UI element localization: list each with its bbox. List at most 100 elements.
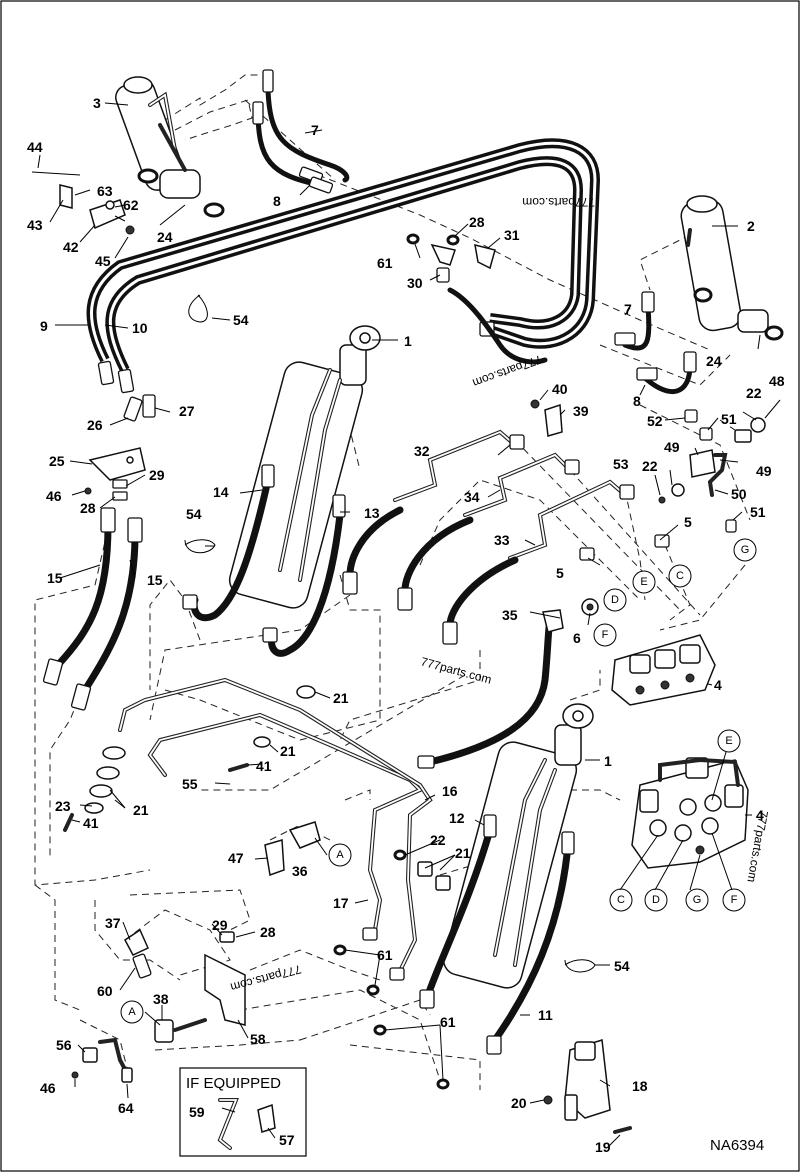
cylinder-1-upper <box>228 325 381 609</box>
callout-16: 16 <box>442 783 458 799</box>
callout-2: 2 <box>747 218 755 234</box>
callout-43: 43 <box>27 217 43 233</box>
fittings-25-27 <box>84 394 156 501</box>
callout-46a: 46 <box>46 488 62 504</box>
callout-48: 48 <box>769 373 785 389</box>
callout-49b: 49 <box>756 463 772 479</box>
callout-18: 18 <box>632 1078 648 1094</box>
callout-15a: 15 <box>47 570 63 586</box>
callout-1a: 1 <box>404 333 412 349</box>
callout-11: 11 <box>538 1007 553 1023</box>
badge-e-lower: E <box>717 729 741 753</box>
callout-61b: 61 <box>377 947 393 963</box>
callout-44: 44 <box>27 139 43 155</box>
badge-a-middle-label: A <box>336 849 344 861</box>
callout-21d: 21 <box>455 845 471 861</box>
callout-26: 26 <box>87 417 103 433</box>
badge-g-upper: G <box>733 538 757 562</box>
tubes-16-17 <box>118 677 433 981</box>
callout-9: 9 <box>40 318 48 334</box>
badge-a-lower-label: A <box>128 1006 136 1018</box>
diagram-id: NA6394 <box>710 1137 764 1154</box>
callout-7b: 7 <box>624 301 632 317</box>
callout-25: 25 <box>49 453 65 469</box>
callout-54c: 54 <box>614 958 630 974</box>
callout-41a: 41 <box>256 758 272 774</box>
cylinder-2 <box>680 195 784 341</box>
callout-5a: 5 <box>684 514 692 530</box>
badge-d-lower: D <box>644 888 668 912</box>
callout-numbers: 1 1 2 3 4 4 5 5 6 7 7 8 8 9 10 11 12 13 … <box>27 95 785 1155</box>
callout-29b: 29 <box>212 917 228 933</box>
callout-15b: 15 <box>147 572 163 588</box>
callout-34: 34 <box>464 489 480 505</box>
watermark-1: 777parts.com <box>522 195 595 209</box>
callout-22c: 22 <box>746 385 762 401</box>
callout-51a: 51 <box>721 411 737 427</box>
badge-e-upper: E <box>632 570 656 594</box>
valve-4-upper <box>611 634 716 706</box>
callout-24b: 24 <box>706 353 722 369</box>
callout-64: 64 <box>118 1100 134 1116</box>
callout-27: 27 <box>179 403 195 419</box>
callout-21c: 21 <box>133 802 149 818</box>
hoses-12-11 <box>333 814 575 1090</box>
if-equipped-title: IF EQUIPPED <box>186 1075 281 1092</box>
tube-lines-32-33-34 <box>342 429 670 645</box>
callout-35: 35 <box>502 607 518 623</box>
watermark-3: 777parts.com <box>419 654 493 686</box>
badge-g-lower: G <box>685 888 709 912</box>
badge-c-lower-label: C <box>617 894 625 906</box>
bracket-63-42 <box>31 171 135 235</box>
hose-35 <box>417 598 599 769</box>
callout-28a: 28 <box>80 500 96 516</box>
callout-61c: 61 <box>440 1014 456 1030</box>
badge-g-upper-label: G <box>741 544 750 556</box>
callout-14: 14 <box>213 484 229 500</box>
badge-c-lower: C <box>609 888 633 912</box>
hoses-7-8-top <box>252 69 350 194</box>
callout-45: 45 <box>95 253 111 269</box>
badge-d-lower-label: D <box>652 894 660 906</box>
badge-c-upper: C <box>668 564 692 588</box>
callout-22b: 22 <box>642 458 658 474</box>
callout-13: 13 <box>364 505 380 521</box>
callout-56: 56 <box>56 1037 72 1053</box>
callout-53: 53 <box>613 456 629 472</box>
callout-54b: 54 <box>186 506 202 522</box>
callout-22a: 22 <box>430 832 446 848</box>
callout-42: 42 <box>63 239 79 255</box>
callout-24a: 24 <box>157 229 173 245</box>
badge-g-lower-label: G <box>693 894 702 906</box>
callout-57: 57 <box>279 1132 295 1148</box>
callout-29a: 29 <box>149 467 165 483</box>
hose-9-10-loops <box>86 138 601 394</box>
connection-badges: E C G D F E C D <box>120 538 757 1024</box>
callout-20: 20 <box>511 1095 527 1111</box>
cylinder-3 <box>115 76 225 218</box>
badge-c-upper-label: C <box>676 570 684 582</box>
callout-23: 23 <box>55 798 71 814</box>
hoses-14-13 <box>182 464 346 657</box>
callout-12: 12 <box>449 810 465 826</box>
fittings-28-31-30-61 <box>406 233 548 365</box>
watermark-5: 777parts.com <box>229 962 303 994</box>
callout-38: 38 <box>153 991 169 1007</box>
badge-d-upper: D <box>603 588 627 612</box>
fittings-40-39 <box>530 399 563 437</box>
callout-58: 58 <box>250 1031 266 1047</box>
badge-d-upper-label: D <box>611 594 619 606</box>
callout-54a: 54 <box>233 312 249 328</box>
callout-55: 55 <box>182 776 198 792</box>
callout-21b: 21 <box>280 743 296 759</box>
dashed-assembly-lines <box>34 69 751 1090</box>
callout-8a: 8 <box>273 193 281 209</box>
callout-36: 36 <box>292 863 308 879</box>
callout-17: 17 <box>333 895 349 911</box>
callout-28c: 28 <box>260 924 276 940</box>
badge-f-upper: F <box>593 623 617 647</box>
callout-40: 40 <box>552 381 568 397</box>
badge-e-upper-label: E <box>640 576 647 588</box>
callout-51b: 51 <box>750 504 766 520</box>
